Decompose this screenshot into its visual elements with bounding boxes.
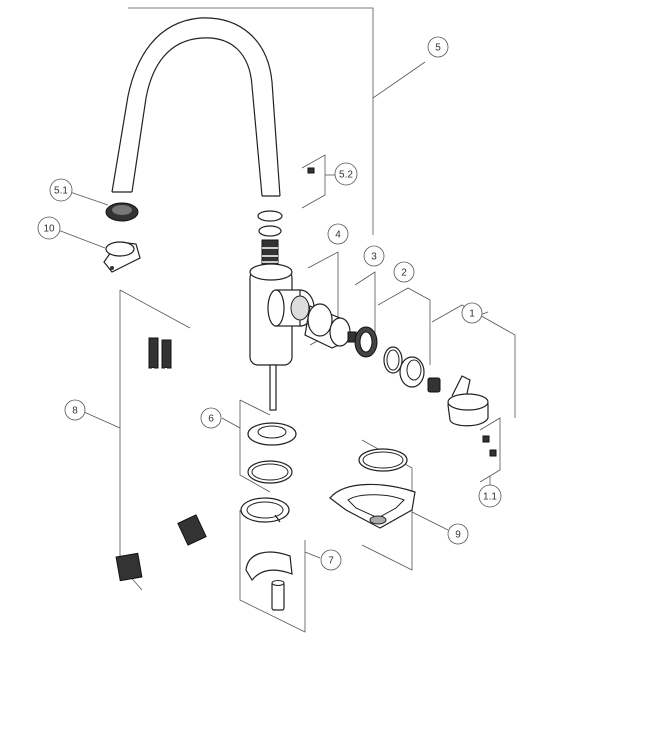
small-screw-5-2 <box>307 167 315 174</box>
callout-labels: 1 1.1 2 3 4 5 5.1 5.2 <box>37 36 502 571</box>
callout-8: 8 <box>64 399 86 421</box>
cartridge-part <box>304 303 357 349</box>
callout-9: 9 <box>447 523 469 545</box>
callout-10: 10 <box>37 216 61 240</box>
svg-text:1: 1 <box>469 309 475 320</box>
svg-text:9: 9 <box>455 530 461 541</box>
aerator-part <box>105 202 139 222</box>
callout-1: 1 <box>461 302 483 324</box>
base-plate-part-9 <box>329 448 416 529</box>
base-seals-part-6 <box>247 422 297 484</box>
svg-text:6: 6 <box>208 414 214 425</box>
svg-text:4: 4 <box>335 230 341 241</box>
leader-lines <box>57 7 516 633</box>
svg-text:8: 8 <box>72 406 78 417</box>
supply-hoses-part-8 <box>115 337 207 582</box>
callout-2: 2 <box>393 261 415 283</box>
callout-1-1: 1.1 <box>478 484 502 508</box>
svg-text:3: 3 <box>371 252 377 263</box>
callout-5: 5 <box>427 36 449 58</box>
callout-3: 3 <box>363 245 385 267</box>
sleeve-part <box>383 346 425 388</box>
svg-text:7: 7 <box>328 556 334 567</box>
svg-text:2: 2 <box>401 268 407 279</box>
aerator-key-part <box>103 241 141 273</box>
threaded-ring-part <box>354 326 378 358</box>
callout-6: 6 <box>200 407 222 429</box>
faucet-body <box>249 263 315 411</box>
handle-part <box>427 375 489 427</box>
callout-5-2: 5.2 <box>334 162 358 186</box>
grub-screws-1-1 <box>482 435 497 457</box>
svg-text:5.1: 5.1 <box>54 186 68 197</box>
svg-text:5.2: 5.2 <box>339 170 353 181</box>
svg-text:10: 10 <box>43 224 55 235</box>
spout-part <box>111 17 283 269</box>
callout-4: 4 <box>327 223 349 245</box>
svg-text:5: 5 <box>435 43 441 54</box>
callout-7: 7 <box>320 549 342 571</box>
callout-5-1: 5.1 <box>49 178 73 202</box>
mounting-set-part-7 <box>240 497 293 611</box>
svg-text:1.1: 1.1 <box>483 492 497 503</box>
